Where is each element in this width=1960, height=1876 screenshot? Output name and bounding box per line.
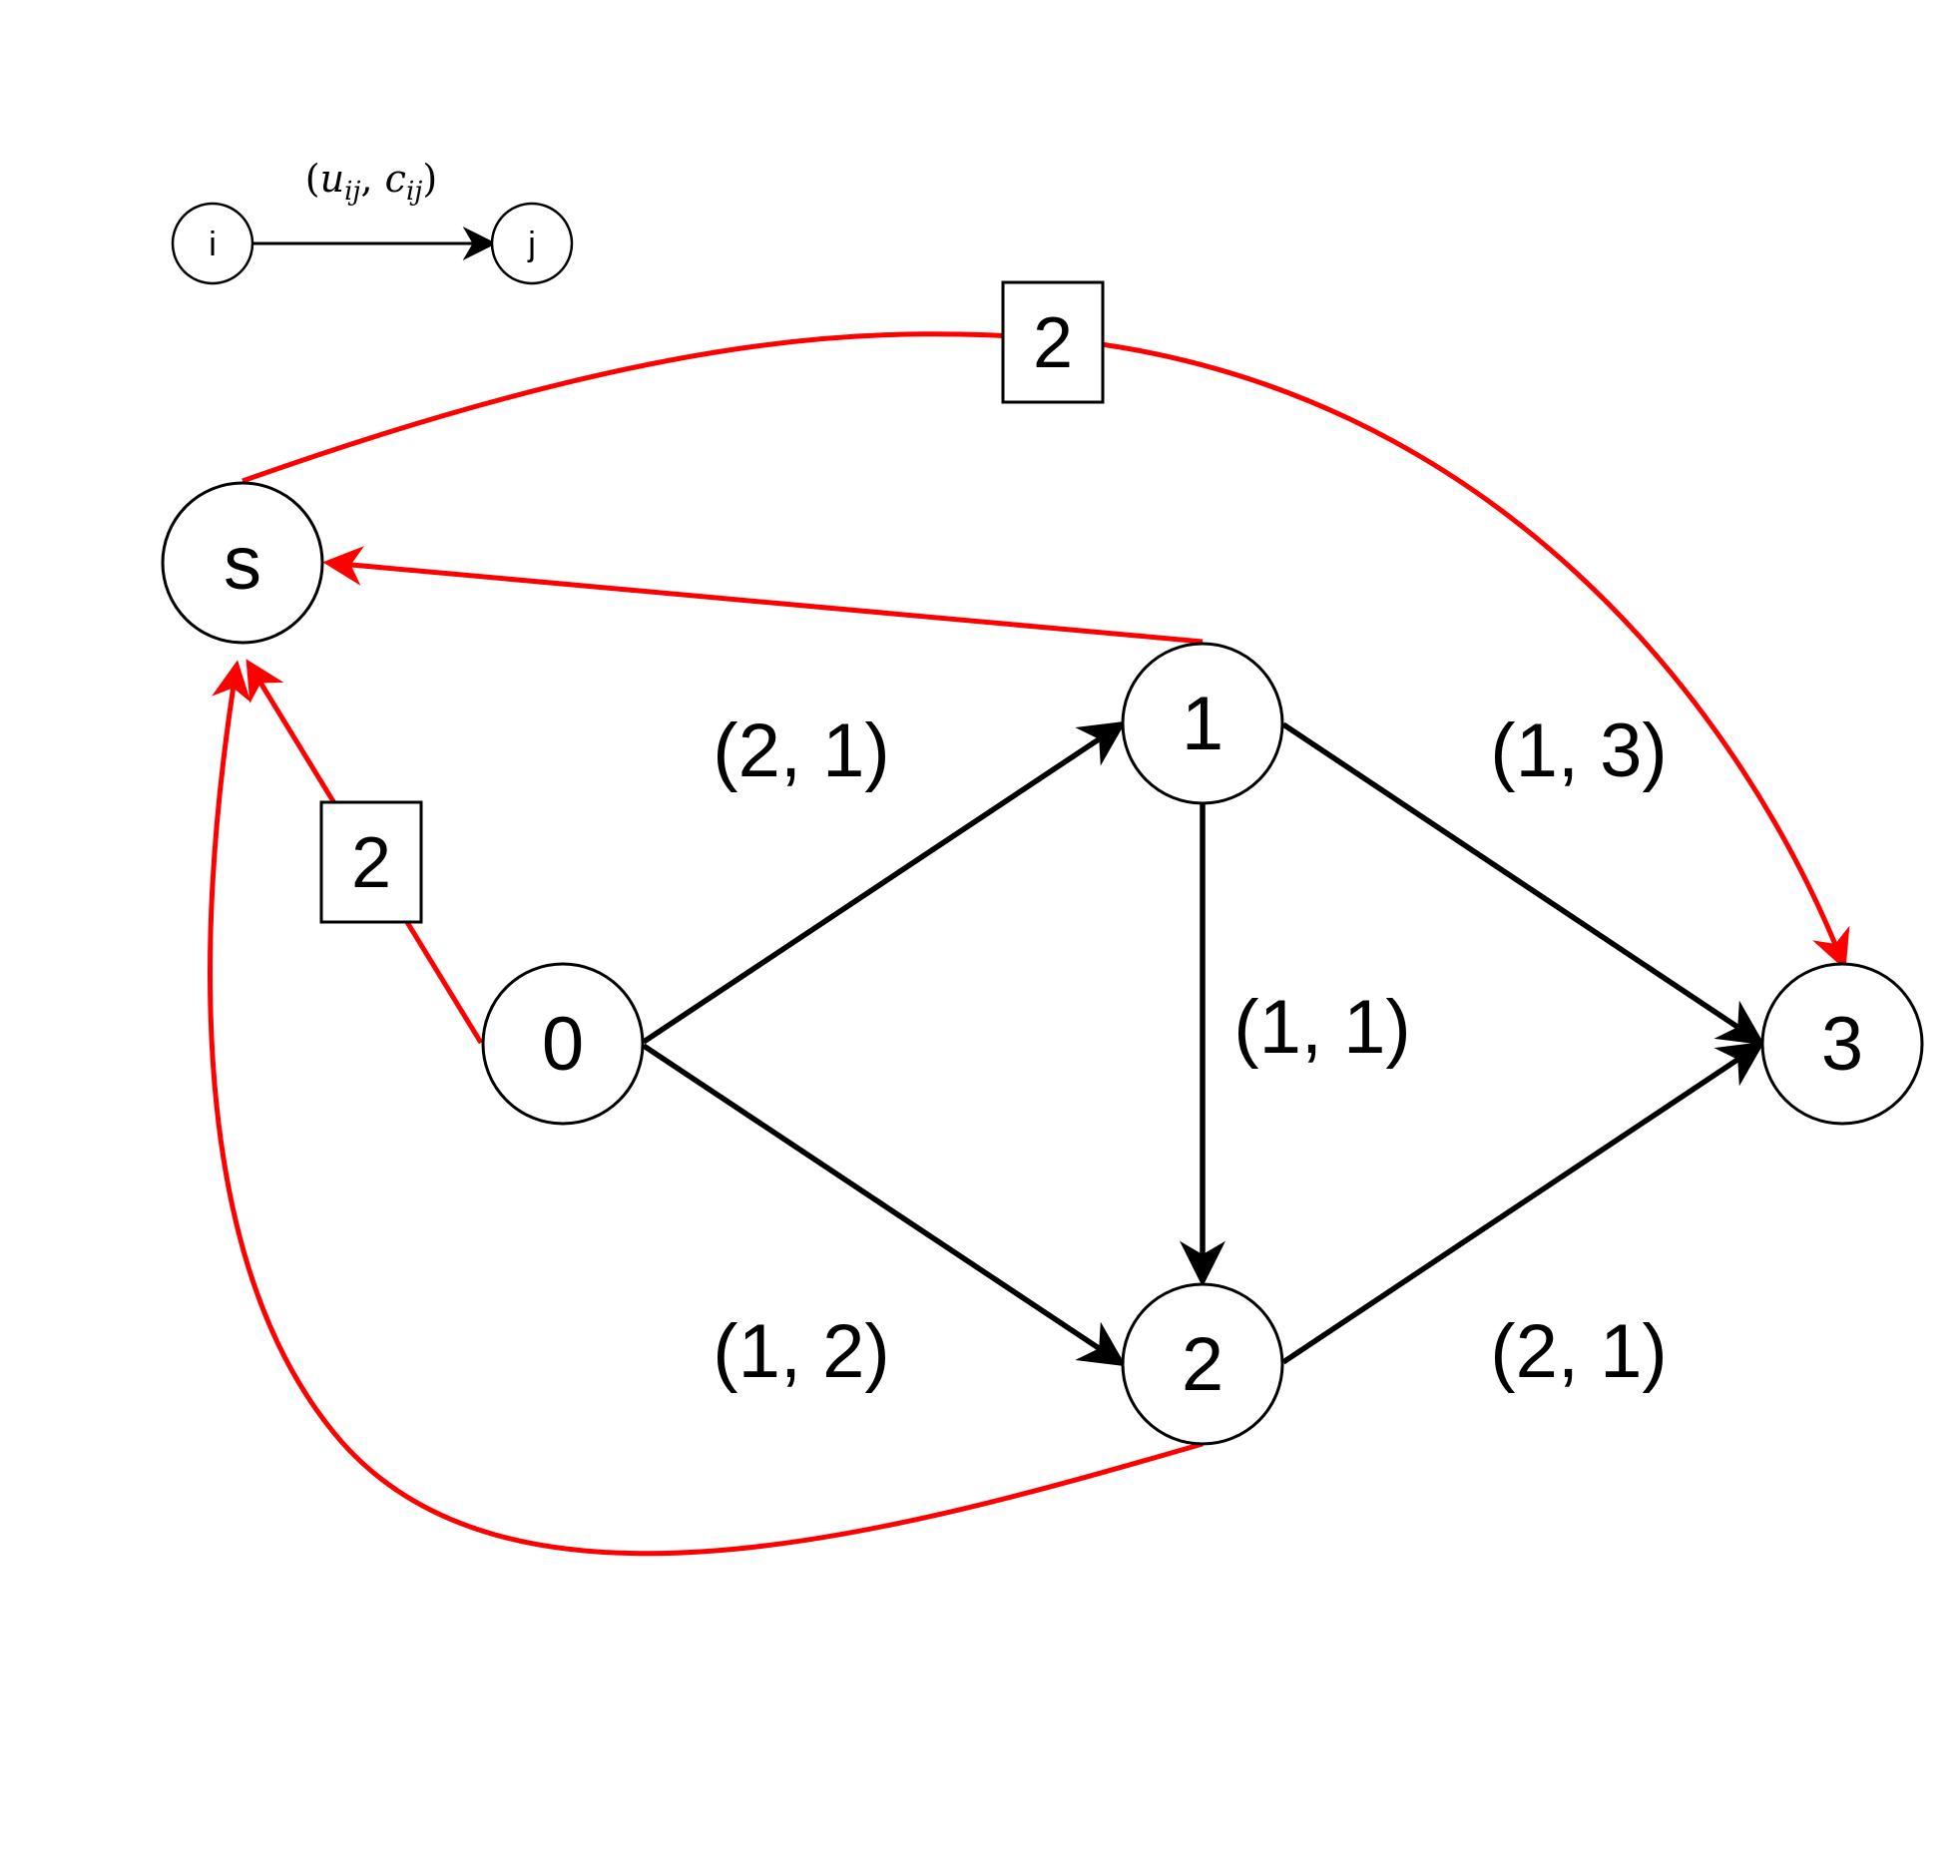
edge-0-to-2 (642, 1043, 1127, 1367)
node-1: 1 (1121, 642, 1284, 805)
legend: i j (uij, cij) (171, 157, 574, 285)
flow-label-0-to-s: 2 (319, 800, 423, 924)
node-0-label: 0 (542, 1002, 584, 1087)
flow-edges (208, 331, 1850, 1557)
edge-label-2-3: (2, 1) (1490, 1309, 1667, 1394)
legend-node-j-label: j (527, 226, 536, 263)
node-s-circle (161, 481, 324, 645)
edge-label-0-2: (1, 2) (713, 1309, 889, 1394)
edge-2-to-3 (1281, 1041, 1765, 1365)
node-3: 3 (1760, 962, 1924, 1126)
flow-box-0-to-s (319, 800, 423, 924)
node-1-label: 1 (1182, 682, 1224, 766)
flow-value-s-to-3: 2 (1033, 303, 1073, 383)
flow-box-s-to-3 (1001, 280, 1105, 404)
node-s: s (161, 481, 324, 645)
node-s-label: s (224, 521, 261, 606)
node-3-label: 3 (1821, 1002, 1863, 1087)
flow-value-0-to-s: 2 (351, 823, 391, 903)
flow-edge-s-to-3 (242, 331, 1850, 971)
node-3-circle (1760, 962, 1924, 1126)
node-0: 0 (481, 962, 645, 1126)
flow-edge-1-to-s (322, 546, 1204, 645)
node-1-circle (1121, 642, 1284, 805)
edge-0-to-1 (642, 720, 1127, 1045)
legend-node-j (490, 202, 574, 285)
node-2-label: 2 (1182, 1322, 1224, 1407)
flow-label-s-to-3: 2 (1001, 280, 1105, 404)
flow-edge-2-to-s (208, 660, 1204, 1557)
legend-node-i-label: i (209, 226, 217, 263)
node-2: 2 (1121, 1282, 1284, 1446)
legend-node-i (171, 202, 254, 285)
node-2-circle (1121, 1282, 1284, 1446)
edge-label-1-3: (1, 3) (1490, 708, 1667, 793)
edge-label-1-2: (1, 1) (1233, 985, 1410, 1070)
legend-formula: (uij, cij) (305, 157, 437, 207)
edge-1-to-3 (1281, 721, 1765, 1046)
node-0-circle (481, 962, 645, 1126)
network-edges (642, 720, 1765, 1367)
edge-label-0-1: (2, 1) (713, 708, 889, 793)
edge-labels: (2, 1) (1, 2) (1, 1) (1, 3) (2, 1) (713, 708, 1667, 1394)
